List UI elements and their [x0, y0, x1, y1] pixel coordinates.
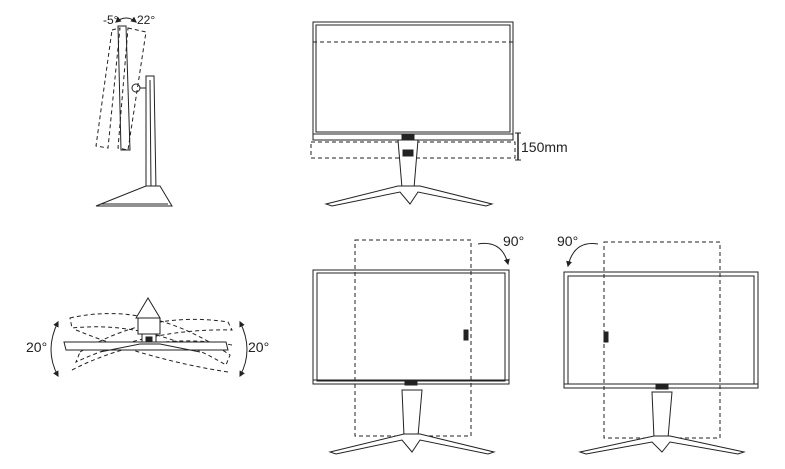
pivot-ccw-label: 90° — [557, 233, 578, 249]
tilt-back-label: -5° — [103, 13, 119, 27]
height-label: 150mm — [521, 139, 568, 155]
pivot-cw-label: 90° — [503, 233, 524, 249]
height-illustration — [310, 21, 521, 207]
tilt-illustration — [95, 16, 173, 207]
swivel-illustration — [50, 297, 248, 378]
pivot-cw-illustration — [312, 239, 510, 455]
swivel-right-label: 20° — [248, 339, 269, 355]
tilt-forward-label: 22° — [137, 13, 155, 27]
swivel-left-label: 20° — [26, 339, 47, 355]
pivot-ccw-illustration — [563, 241, 759, 455]
